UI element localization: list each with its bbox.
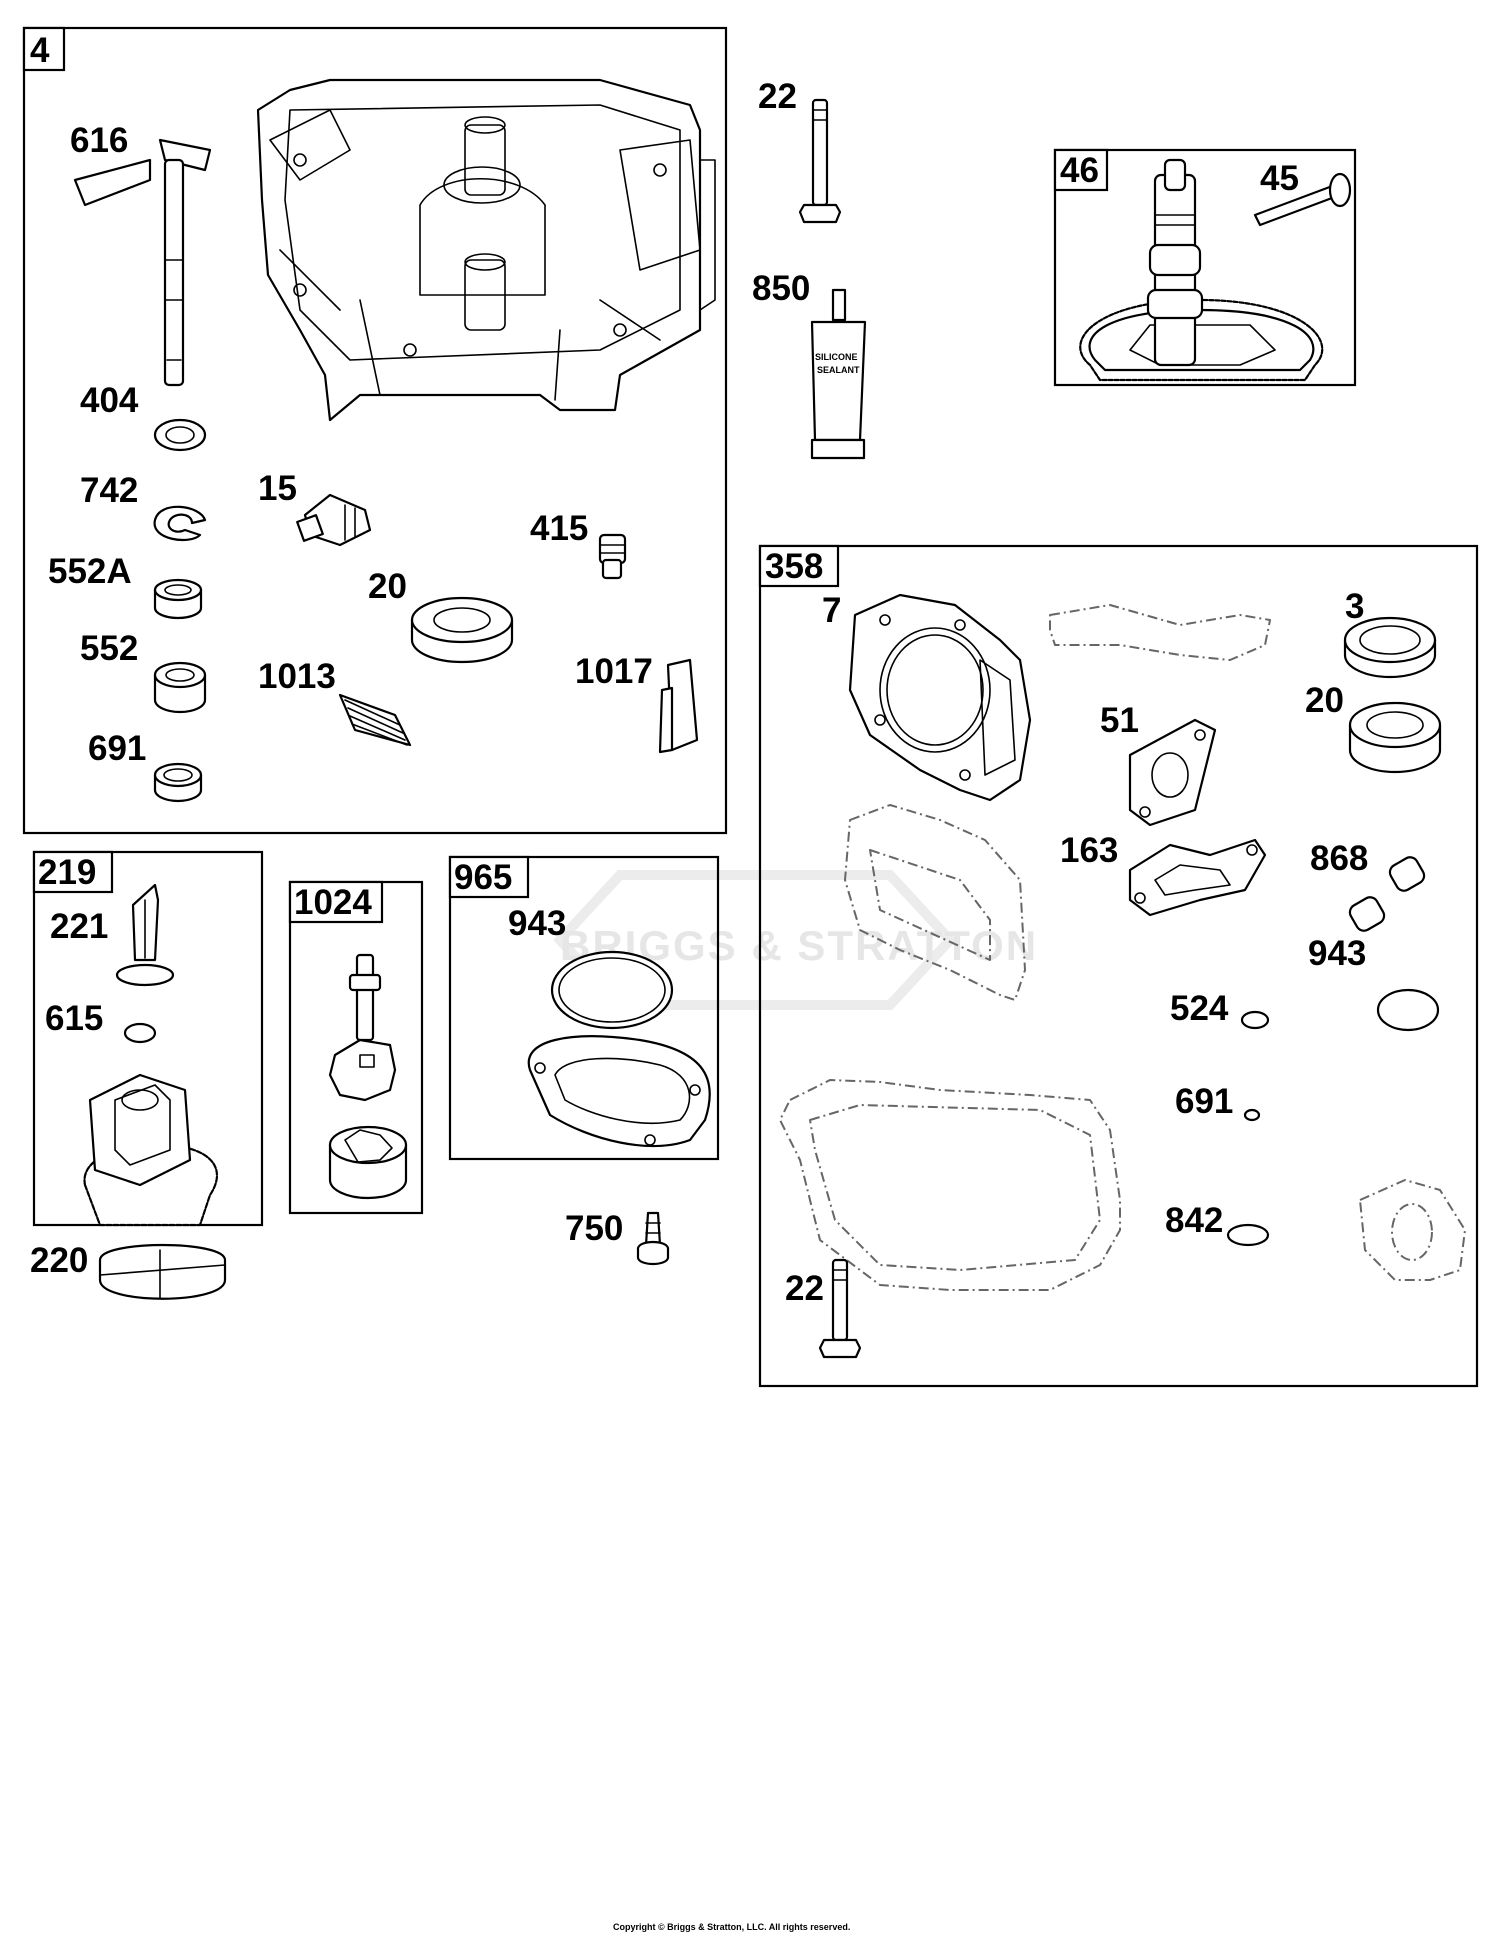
tab-1017-drawing [658,658,699,754]
crankcase-drawing [256,78,716,422]
ring-842-drawing [1226,1223,1270,1247]
group-4-tag-box [22,26,66,72]
oil-pump-cover-drawing [527,1035,711,1148]
bolt-22-bottom-drawing [818,1258,862,1359]
spring-1013-drawing [338,693,412,747]
gasket-top-drawing [1049,604,1271,661]
copyright-footer: Copyright © Briggs & Stratton, LLC. All … [613,1922,850,1932]
head-gasket-7-drawing [848,593,1032,802]
camshaft-gear-drawing [1079,158,1324,382]
label-15: 15 [258,469,297,508]
label-868: 868 [1310,839,1368,878]
label-943-group358: 943 [1308,934,1366,973]
label-1013: 1013 [258,657,336,696]
label-842: 842 [1165,1201,1223,1240]
group-1024-tag: 1024 [294,883,372,922]
sealant-tube-850-drawing: SILICONE SEALANT [810,288,867,460]
label-750: 750 [565,1209,623,1248]
group-965-tag: 965 [454,858,512,897]
governor-washer-220-drawing [98,1243,227,1300]
group-219-tag-box [32,850,114,894]
label-691-group4: 691 [88,729,146,768]
group-965-tag-box [448,855,530,899]
group-358-frame [758,544,1479,1388]
label-524: 524 [1170,989,1229,1028]
seal-3-drawing [1343,616,1437,679]
gasket-small-drawing [1359,1179,1466,1281]
label-45: 45 [1260,159,1299,198]
group-46-tag: 46 [1060,151,1099,190]
seal-552a-drawing [153,578,203,620]
label-850: 850 [752,269,810,308]
group-4-frame [22,26,728,835]
gasket-crankcase-drawing [779,1079,1121,1291]
label-163: 163 [1060,831,1118,870]
label-20-group358: 20 [1305,681,1344,720]
label-220: 220 [30,1241,88,1280]
ring-615-drawing [123,1022,157,1044]
tube-text-line1: SILICONE [815,352,858,362]
ring-691b-drawing [1243,1108,1261,1122]
oil-pump-rotor-outer-drawing [328,1125,408,1200]
plug-15-drawing [296,493,372,547]
bearing-20-drawing [410,596,514,664]
label-415: 415 [530,509,588,548]
gasket-51-drawing [1128,718,1217,827]
label-1017: 1017 [575,652,653,691]
label-691-group358: 691 [1175,1082,1233,1121]
valve-tappet-45-drawing [1253,172,1352,227]
o-ring-943b-drawing [1376,988,1440,1032]
e-ring-742-drawing [153,505,207,542]
label-404: 404 [80,381,139,420]
group-46-tag-box [1053,148,1109,192]
screw-415-drawing [598,533,627,580]
label-20-group4: 20 [368,567,407,606]
group-358-tag: 358 [765,547,823,586]
label-615: 615 [45,999,103,1038]
label-943-group965: 943 [508,904,566,943]
governor-cup-221-drawing [115,883,175,987]
washer-404-drawing [153,418,207,452]
label-616: 616 [70,121,128,160]
group-965-frame [448,855,720,1161]
governor-gear-drawing [83,1073,218,1227]
label-552: 552 [80,629,138,668]
group-358-tag-box [758,544,840,588]
screw-750-drawing [636,1211,670,1266]
label-552a: 552A [48,552,132,591]
label-742: 742 [80,471,138,510]
oil-pump-shaft-drawing [348,953,382,1042]
label-51: 51 [1100,701,1139,740]
label-22-top: 22 [758,77,797,116]
bushing-868-drawing [1348,856,1426,932]
group-1024-tag-box [288,880,384,924]
seal-552-drawing [153,661,207,714]
label-7: 7 [822,591,841,630]
oil-pump-rotor-inner-drawing [328,1038,397,1102]
group-219-tag: 219 [38,853,96,892]
gasket-valve-cover-drawing [844,804,1026,1001]
governor-shaft-drawing [73,138,212,387]
gasket-163-drawing [1128,838,1267,917]
bearing-20b-drawing [1348,701,1442,774]
label-221: 221 [50,907,108,946]
bolt-22-top-drawing [798,98,842,224]
group-46-frame [1053,148,1357,387]
group-4-tag: 4 [30,31,50,70]
o-ring-943a-drawing [550,950,674,1030]
ring-691-drawing [153,762,203,803]
label-22-group358: 22 [785,1269,824,1308]
label-3: 3 [1345,587,1364,626]
ring-524-drawing [1240,1010,1270,1030]
tube-text-line2: SEALANT [817,365,860,375]
